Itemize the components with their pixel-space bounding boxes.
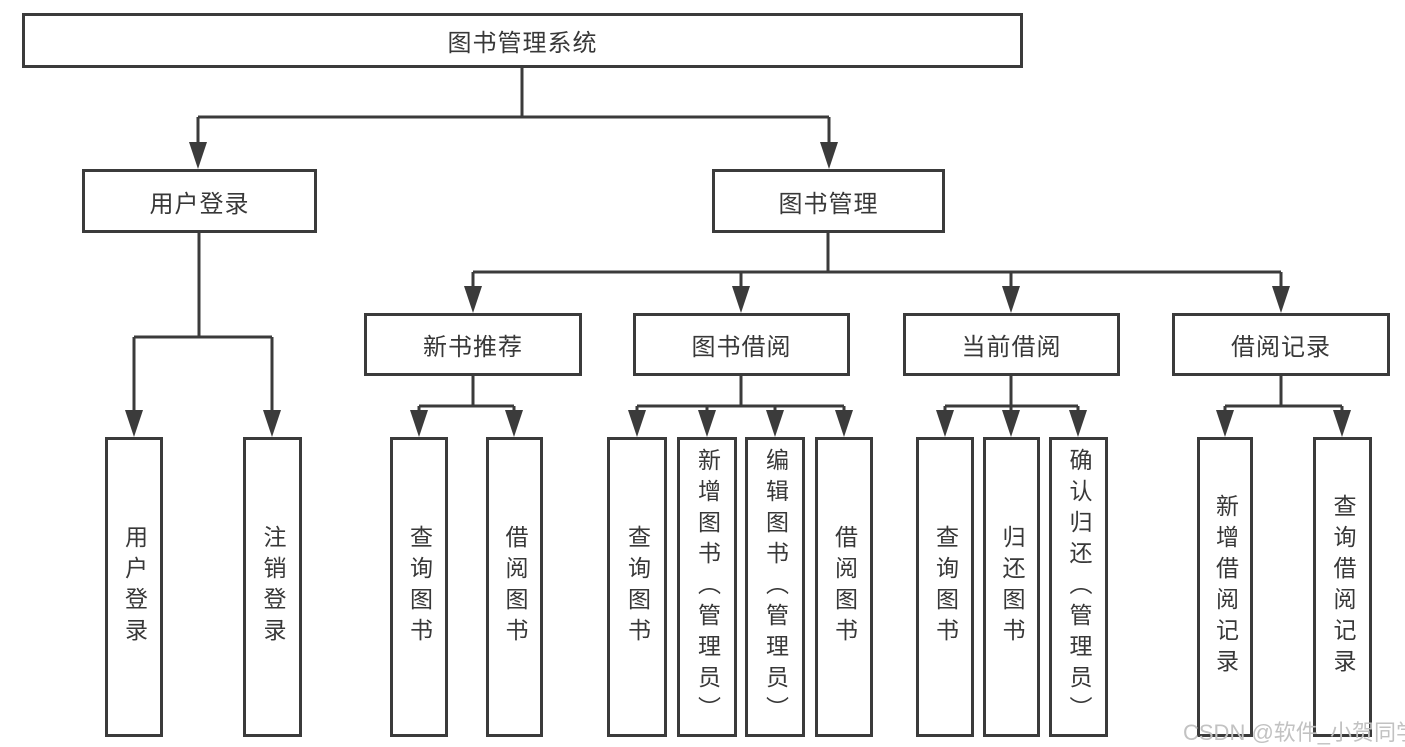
- leaf-confirm-return-admin: 确认归还（管理员）: [1049, 437, 1108, 737]
- leaf-label: 编辑图书（管理员）: [762, 447, 789, 727]
- leaf-add-borrow-record: 新增借阅记录: [1197, 437, 1253, 737]
- leaf-label: 查询借阅记录: [1330, 494, 1356, 680]
- leaf-borrow-books-1: 借阅图书: [486, 437, 543, 737]
- connector-user-login-children: [125, 233, 281, 437]
- leaf-borrow-books-2: 借阅图书: [815, 437, 873, 737]
- arrow-down-icon: [936, 410, 1087, 437]
- leaf-label: 查询图书: [624, 525, 651, 649]
- leaf-label: 用户登录: [121, 525, 148, 649]
- arrow-down-icon: [464, 286, 1290, 313]
- connector-root-to-level2: [189, 68, 838, 169]
- leaf-search-borrow-record: 查询借阅记录: [1313, 437, 1372, 737]
- leaf-label: 注销登录: [260, 525, 286, 649]
- connector-records-children: [1216, 376, 1351, 437]
- node-user-login: 用户登录: [82, 169, 317, 233]
- leaf-search-books-3: 查询图书: [916, 437, 974, 737]
- connector-book-mgmt-sections: [464, 233, 1290, 313]
- leaf-label: 借阅图书: [502, 525, 528, 649]
- leaf-label: 查询图书: [406, 525, 433, 649]
- node-new-books: 新书推荐: [364, 313, 582, 376]
- leaf-search-books-2: 查询图书: [607, 437, 667, 737]
- node-root-title: 图书管理系统: [22, 13, 1023, 68]
- leaf-return-book: 归还图书: [983, 437, 1040, 737]
- leaf-edit-book-admin: 编辑图书（管理员）: [745, 437, 805, 737]
- node-borrow-records: 借阅记录: [1172, 313, 1390, 376]
- node-book-mgmt: 图书管理: [712, 169, 945, 233]
- leaf-label: 查询图书: [932, 525, 959, 649]
- watermark-text: CSDN @软件_小贺同学: [1183, 720, 1405, 745]
- leaf-label: 归还图书: [999, 525, 1025, 649]
- leaf-user-login: 用户登录: [105, 437, 163, 737]
- node-current-borrow: 当前借阅: [903, 313, 1120, 376]
- leaf-logout: 注销登录: [243, 437, 302, 737]
- leaf-search-books-1: 查询图书: [390, 437, 448, 737]
- connector-current-borrow-children: [936, 376, 1087, 437]
- leaf-add-book-admin: 新增图书（管理员）: [677, 437, 737, 737]
- leaf-label: 新增借阅记录: [1212, 494, 1239, 680]
- node-book-borrow: 图书借阅: [633, 313, 850, 376]
- arrow-down-icon: [189, 142, 838, 169]
- leaf-label: 借阅图书: [831, 525, 858, 649]
- arrow-down-icon: [1216, 410, 1351, 437]
- arrow-down-icon: [410, 410, 523, 437]
- connector-new-books-children: [410, 376, 523, 437]
- arrow-down-icon: [628, 410, 853, 437]
- leaf-label: 新增图书（管理员）: [694, 447, 721, 727]
- leaf-label: 确认归还（管理员）: [1066, 447, 1092, 727]
- arrow-down-icon: [125, 410, 281, 437]
- connector-borrow-children: [628, 376, 853, 437]
